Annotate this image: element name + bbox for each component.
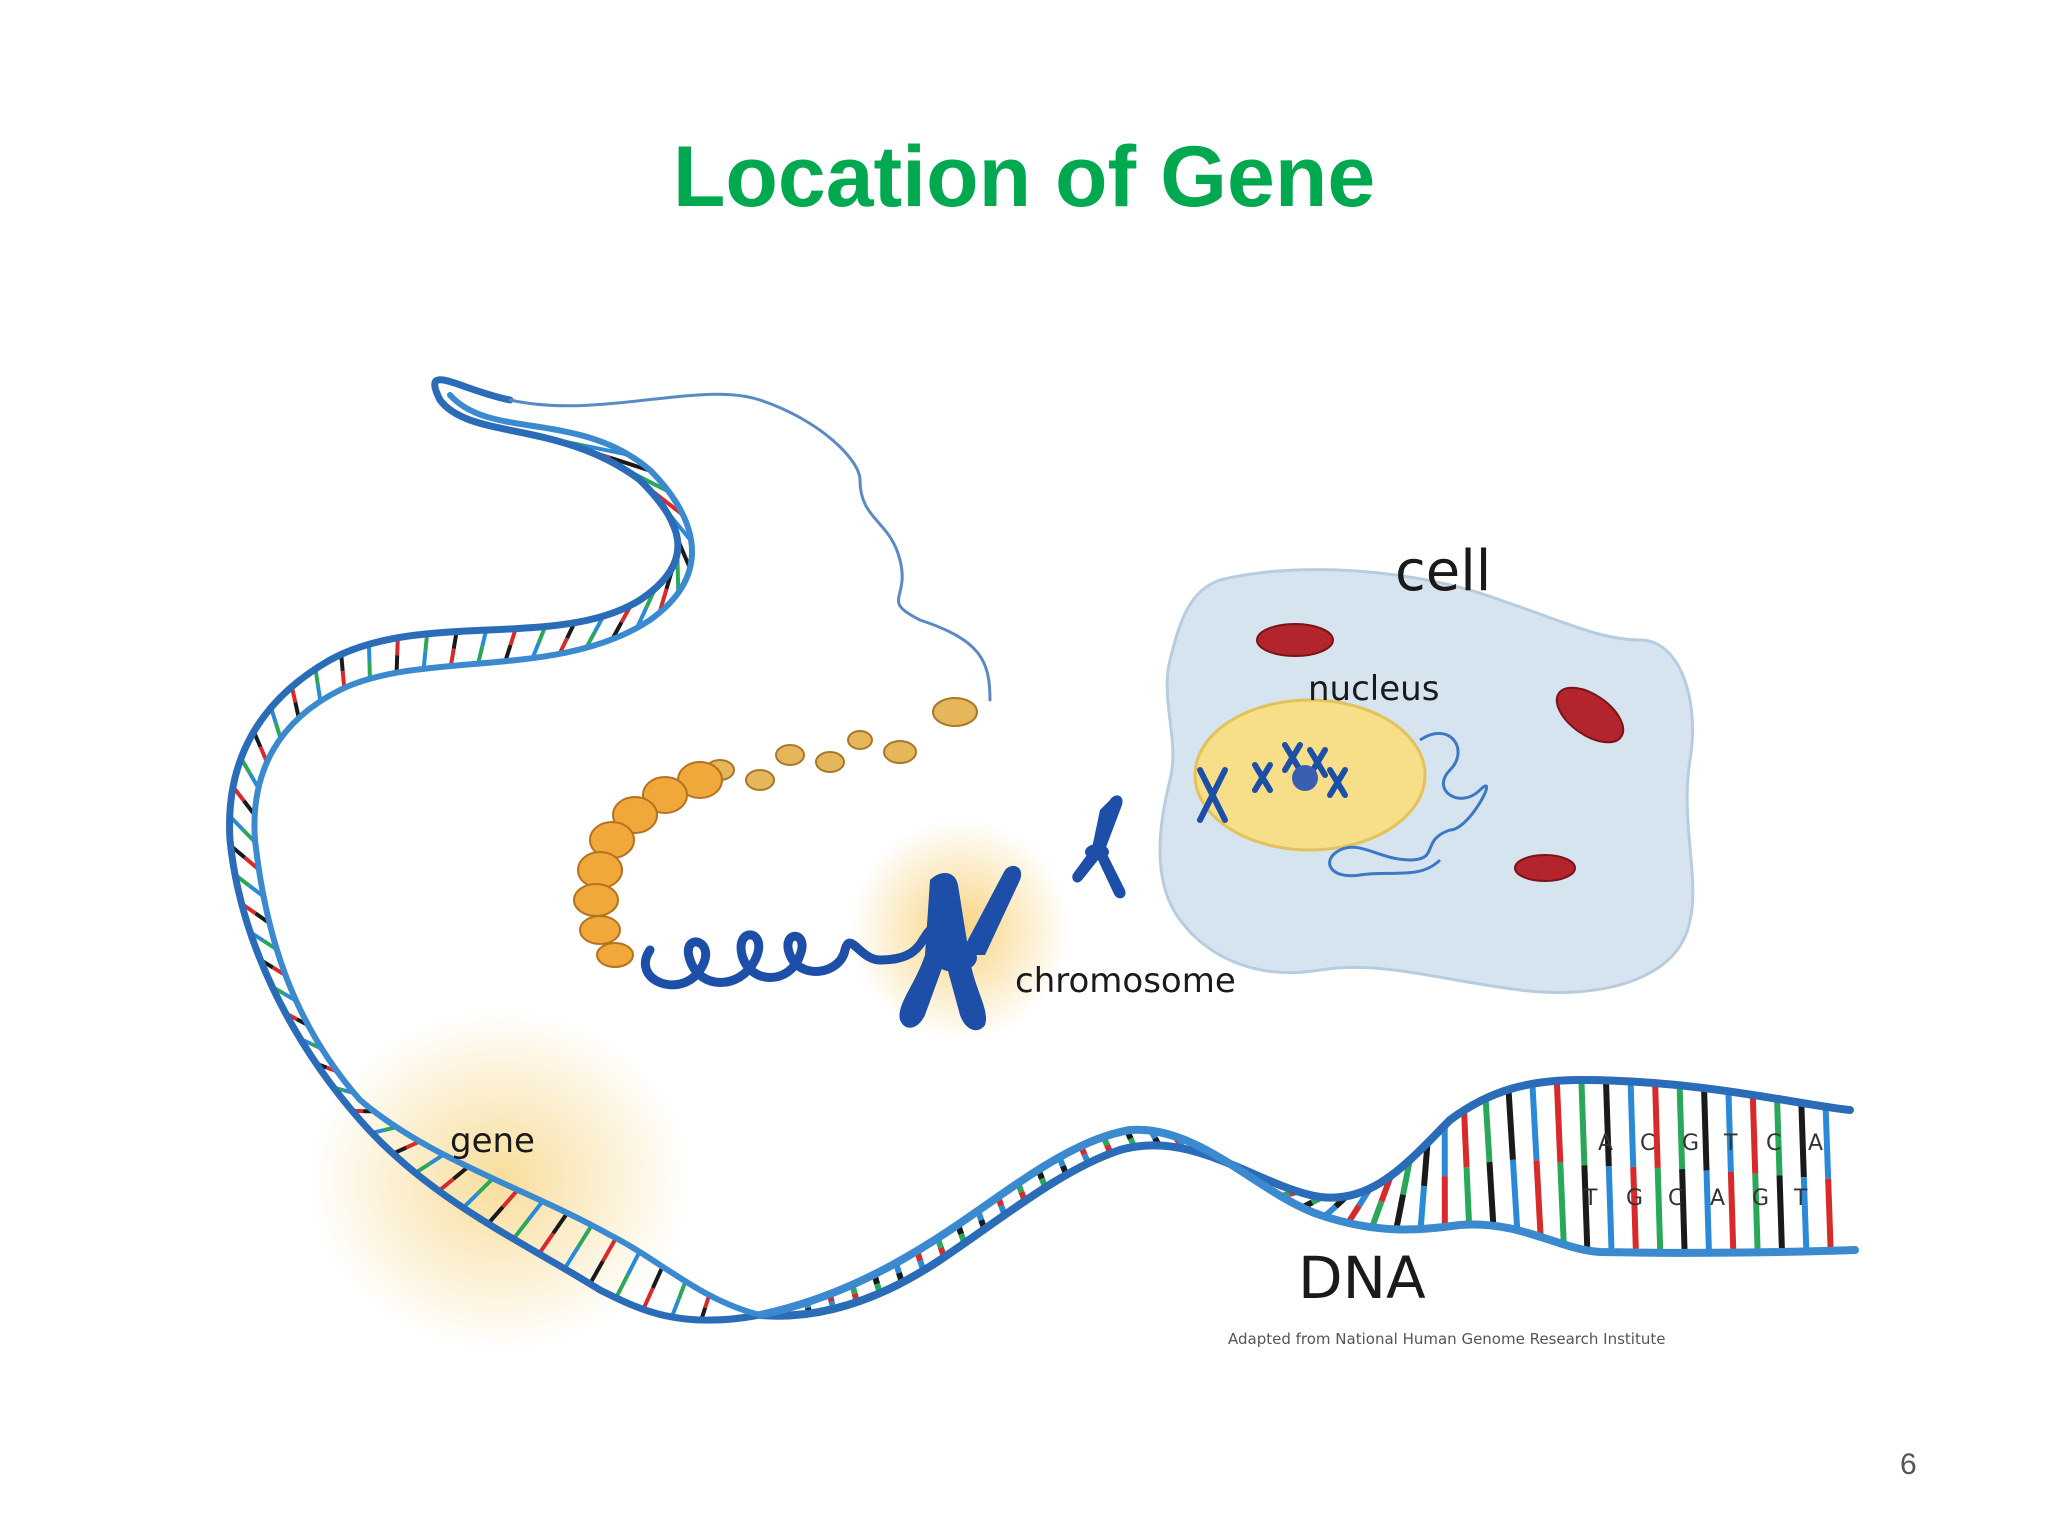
base-pair-half <box>1553 1080 1564 1163</box>
nucleolus <box>1292 765 1318 791</box>
dna-strand-a <box>226 376 764 1324</box>
dna-strand-b <box>251 392 763 1318</box>
base-pair-half <box>1417 1185 1428 1230</box>
base-letter-bottom: T <box>1793 1186 1808 1211</box>
base-letter-bottom: G <box>1626 1186 1643 1211</box>
base-pair-half <box>1776 1175 1785 1253</box>
credit-text: Adapted from National Human Genome Resea… <box>1228 1330 1665 1348</box>
base-pair-half <box>1486 1161 1497 1226</box>
mitochondria <box>1256 623 1625 882</box>
dna-strand-lower-a <box>756 1075 1854 1320</box>
base-pair-half <box>486 1205 505 1225</box>
base-letter-bottom: A <box>1710 1186 1725 1211</box>
base-pair-half <box>601 1237 618 1262</box>
base-pair-half <box>1630 1166 1639 1253</box>
base-pair-half <box>576 1224 594 1248</box>
base-pair-half <box>1727 1171 1737 1253</box>
chromosome-small <box>1072 795 1126 899</box>
base-pair-half <box>562 1245 580 1270</box>
base-pair-half <box>1581 1165 1591 1251</box>
base-pair-half <box>588 1259 605 1285</box>
base-pair-half <box>1627 1081 1637 1168</box>
base-pair-half <box>1749 1094 1759 1174</box>
cell-chromatin <box>1328 732 1488 878</box>
base-pair-half <box>1463 1167 1473 1225</box>
base-pair-half <box>625 1250 642 1276</box>
base-pair-half <box>1825 1178 1834 1251</box>
dna-label: DNA <box>1298 1244 1426 1312</box>
base-pair-half <box>1703 1170 1712 1253</box>
base-pair-half <box>614 1273 630 1299</box>
chromosome-large <box>899 865 1022 1031</box>
nucleus-chromosomes <box>1197 742 1348 823</box>
base-pair-half <box>1509 1159 1521 1231</box>
dna-strand-lower-b <box>756 1125 1859 1319</box>
base-pair-half <box>1557 1162 1567 1245</box>
base-pair-half <box>1822 1106 1832 1179</box>
base-letter-top: T <box>1723 1131 1738 1156</box>
base-letter-top: A <box>1808 1131 1823 1156</box>
base-letter-top: A <box>1598 1131 1613 1156</box>
base-pair-half <box>1505 1089 1516 1161</box>
base-pair-half <box>1482 1098 1493 1163</box>
chromosome-label: chromosome <box>1015 961 1236 1001</box>
base-letter-top: G <box>1682 1131 1699 1156</box>
base-pair-half <box>551 1211 569 1235</box>
base-pair-half <box>1421 1142 1431 1187</box>
base-pair-half <box>641 1287 655 1311</box>
base-pair-half <box>1602 1080 1612 1167</box>
base-pair-half <box>651 1265 665 1289</box>
base-pair-half <box>526 1200 545 1222</box>
base-pair-half <box>1393 1194 1406 1230</box>
base-pair-half <box>1676 1085 1686 1170</box>
base-pair-half <box>1679 1168 1688 1253</box>
base-pair-half <box>1800 1177 1810 1252</box>
base-letter-top: C <box>1640 1131 1655 1156</box>
chromatin-thread <box>508 392 992 702</box>
base-pair-half <box>1798 1102 1807 1178</box>
base-pair-half <box>1652 1082 1661 1169</box>
base-letter-bottom: G <box>1752 1186 1769 1211</box>
cell-label: cell <box>1395 539 1491 604</box>
base-pair-half <box>1461 1110 1470 1168</box>
cell-body <box>1158 568 1695 994</box>
base-pair-half <box>1725 1091 1734 1173</box>
base-pair-half <box>501 1188 520 1209</box>
base-pair-half <box>1774 1098 1783 1176</box>
base-letter-bottom: C <box>1668 1186 1683 1211</box>
gene-label: gene <box>450 1121 535 1161</box>
nucleosomes <box>705 697 978 791</box>
base-pair-half <box>1369 1200 1385 1229</box>
base-letter-bottom: T <box>1583 1186 1598 1211</box>
base-pair-half <box>1654 1167 1664 1253</box>
base-pair-half <box>537 1232 555 1255</box>
chromatin-fiber <box>573 761 723 968</box>
base-pair-half <box>1701 1087 1710 1171</box>
base-pair-half <box>1533 1160 1544 1238</box>
dna-double-helix <box>226 376 1859 1324</box>
page-number: 6 <box>1900 1448 1917 1481</box>
base-pair-half <box>1605 1166 1615 1253</box>
base-pair-half <box>1578 1079 1588 1166</box>
base-pair-half <box>1752 1173 1761 1253</box>
base-pair-half <box>676 1280 688 1300</box>
base-pair-half <box>511 1218 530 1241</box>
base-pair-half <box>1529 1083 1540 1161</box>
supercoil <box>640 925 935 990</box>
base-pair-half <box>476 1177 495 1195</box>
slide-title: Location of Gene <box>672 129 1376 225</box>
nucleus-label: nucleus <box>1308 669 1439 709</box>
base-letter-top: C <box>1766 1131 1781 1156</box>
